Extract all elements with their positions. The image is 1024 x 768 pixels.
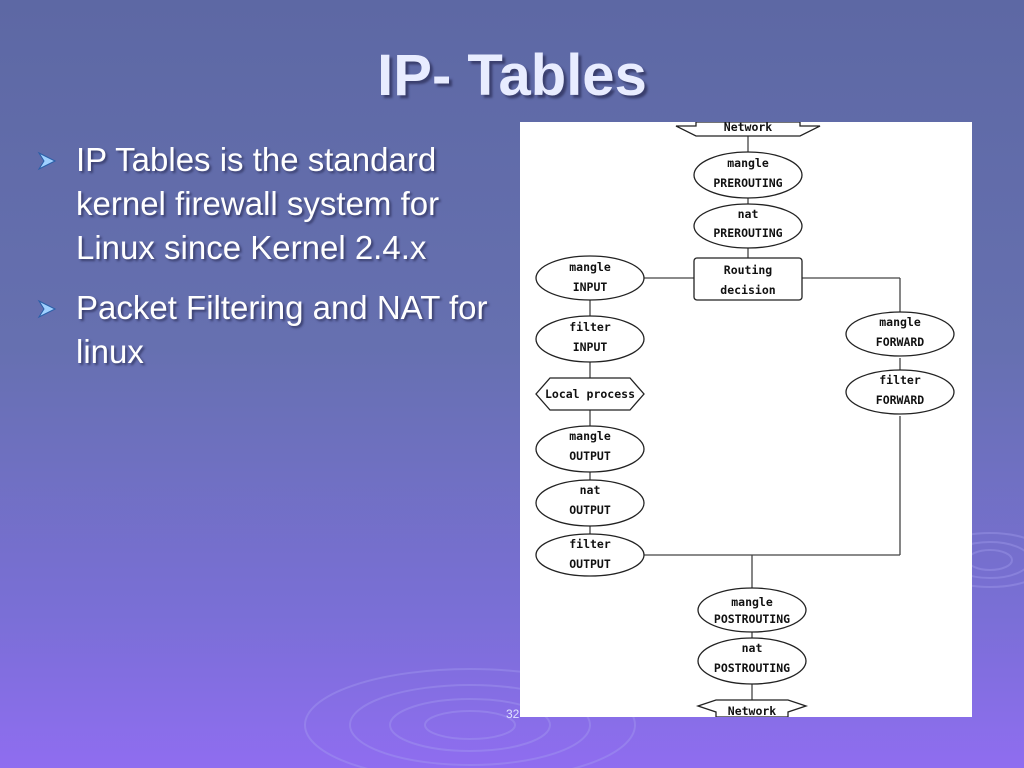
node-label: mangle: [569, 429, 611, 443]
node-label: nat: [742, 641, 763, 655]
nat-prerouting-node: nat PREROUTING: [693, 203, 803, 249]
node-label: Network: [724, 122, 773, 134]
filter-output-node: filter OUTPUT: [535, 533, 645, 577]
local-process-node: Local process: [535, 377, 645, 411]
nat-output-node: nat OUTPUT: [535, 479, 645, 527]
node-label: filter: [569, 320, 611, 334]
slide-title: IP- Tables: [377, 43, 647, 108]
arrow-bullet-icon: [37, 151, 57, 171]
node-label: OUTPUT: [569, 449, 611, 463]
filter-input-node: filter INPUT: [535, 315, 645, 363]
bullet-text: IP Tables is the standard kernel firewal…: [76, 141, 440, 266]
node-label: Network: [728, 704, 777, 717]
network-out-node: Network: [695, 699, 809, 717]
node-label: mangle: [879, 315, 921, 329]
bullet-text: Packet Filtering and NAT for linux: [76, 289, 488, 370]
node-label: INPUT: [573, 280, 608, 294]
node-label: filter: [569, 537, 611, 551]
nat-postrouting-node: nat POSTROUTING: [697, 637, 807, 685]
node-label: PREROUTING: [713, 226, 782, 240]
mangle-input-node: mangle INPUT: [535, 255, 645, 301]
node-label: Routing: [724, 263, 773, 277]
node-label: filter: [879, 373, 921, 387]
mangle-postrouting-node: mangle POSTROUTING: [697, 587, 807, 633]
node-label: FORWARD: [876, 335, 925, 349]
mangle-forward-node: mangle FORWARD: [845, 311, 955, 357]
bullet-item: Packet Filtering and NAT for linux: [36, 286, 506, 374]
node-label: POSTROUTING: [714, 612, 790, 626]
node-label: OUTPUT: [569, 503, 611, 517]
node-label: OUTPUT: [569, 557, 611, 571]
node-label: POSTROUTING: [714, 661, 790, 675]
mangle-prerouting-node: mangle PREROUTING: [693, 151, 803, 199]
node-label: mangle: [727, 156, 769, 170]
bullet-list: IP Tables is the standard kernel firewal…: [36, 138, 506, 390]
bullet-item: IP Tables is the standard kernel firewal…: [36, 138, 506, 270]
node-label: decision: [720, 283, 775, 297]
node-label: nat: [738, 207, 759, 221]
routing-decision-node: Routing decision: [693, 257, 803, 301]
node-label: mangle: [569, 260, 611, 274]
mangle-output-node: mangle OUTPUT: [535, 425, 645, 473]
node-label: mangle: [731, 595, 773, 609]
arrow-bullet-icon: [37, 299, 57, 319]
slide-number: 32: [506, 707, 520, 721]
node-label: Local process: [545, 387, 635, 401]
iptables-flow-diagram: Network mangle PREROUTING nat PREROUTING…: [520, 122, 972, 717]
network-in-node: Network: [675, 122, 821, 137]
node-label: PREROUTING: [713, 176, 782, 190]
filter-forward-node: filter FORWARD: [845, 369, 955, 415]
node-label: nat: [580, 483, 601, 497]
node-label: INPUT: [573, 340, 608, 354]
node-label: FORWARD: [876, 393, 925, 407]
